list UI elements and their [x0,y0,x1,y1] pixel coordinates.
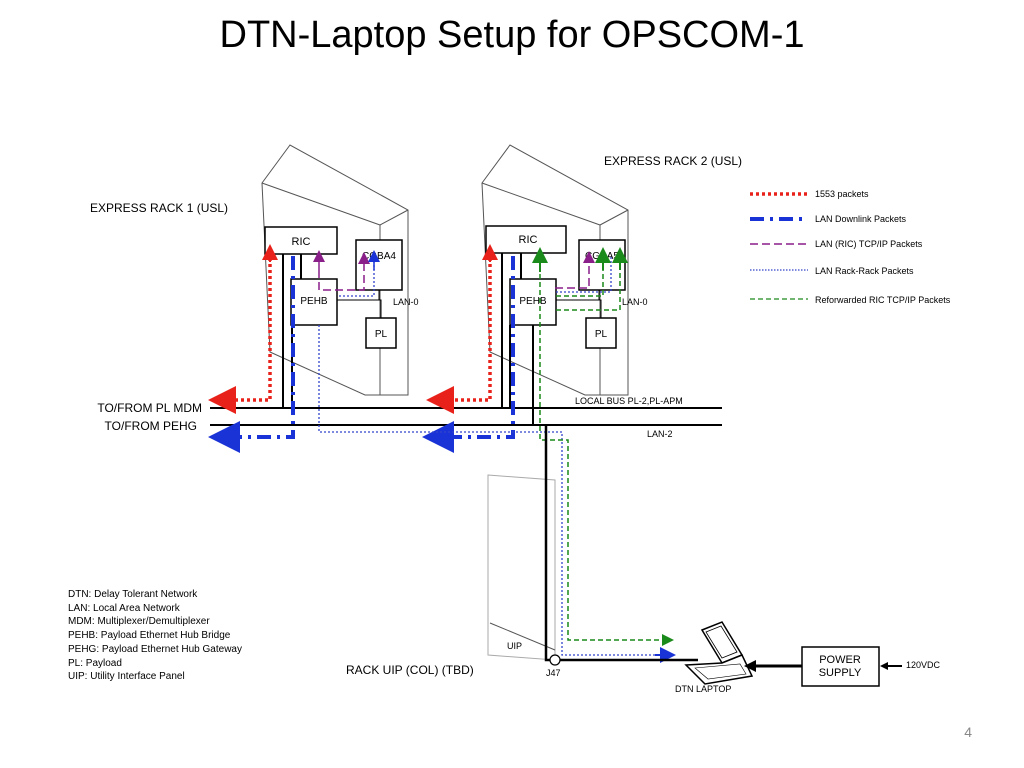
j47-connector [549,654,561,666]
legend-label-lan-downlink: LAN Downlink Packets [815,214,907,224]
glossary-item: LAN: Local Area Network [68,602,180,614]
ric-box-2 [485,225,567,254]
power-supply-label-2: SUPPLY [819,667,862,679]
legend-label-lan-ric: LAN (RIC) TCP/IP Packets [815,239,923,249]
cgba4-box [355,239,403,291]
pehb-box-1 [290,278,338,326]
cgba4-label: CGBA4 [362,251,396,262]
pl-box-2 [585,317,617,349]
lan0-label-2: LAN-0 [622,297,648,307]
dtn-laptop-label: DTN LAPTOP [675,684,731,694]
slide-number: 4 [964,724,972,740]
rack2-label: EXPRESS RACK 2 (USL) [604,154,742,168]
pehb-box-2 [509,278,557,326]
pl-label-2: PL [595,329,608,340]
glossary-item: MDM: Multiplexer/Demultiplexer [68,616,210,628]
local-bus-label: LOCAL BUS PL-2,PL-APM [575,396,683,406]
pehb-label-2: PEHB [519,296,547,307]
rack1-label: EXPRESS RACK 1 (USL) [90,201,228,215]
ric-label-2: RIC [519,234,538,246]
to-from-pl-mdm-label: TO/FROM PL MDM [97,401,202,415]
rack-uip-label: RACK UIP (COL) (TBD) [346,663,474,677]
dtn-laptop-icon [684,621,754,685]
glossary-item: PEHG: Payload Ethernet Hub Gateway [68,643,242,655]
uip-label: UIP [507,641,522,651]
pehb-label-1: PEHB [300,296,328,307]
to-from-pehg-label: TO/FROM PEHG [105,419,197,433]
j47-label: J47 [546,668,561,678]
legend-label-1553: 1553 packets [815,189,869,199]
legend-label-rack-rack: LAN Rack-Rack Packets [815,266,914,276]
lan2-label: LAN-2 [647,429,673,439]
power-supply-label-1: POWER [819,654,861,666]
glossary-item: DTN: Delay Tolerant Network [68,589,198,600]
glossary-item: UIP: Utility Interface Panel [68,671,185,683]
pl-box-1 [365,317,397,349]
slide-title: DTN-Laptop Setup for OPSCOM-1 [219,14,805,56]
voltage-label: 120VDC [906,660,941,670]
glossary-item: PL: Payload [68,657,122,669]
power-supply-box [801,646,880,687]
glossary: DTN: Delay Tolerant Network LAN: Local A… [68,588,242,684]
glossary-item: PEHB: Payload Ethernet Hub Bridge [68,630,231,642]
pl-label-1: PL [375,329,388,340]
lan0-label-1: LAN-0 [393,297,419,307]
legend-label-reforwarded: Reforwarded RIC TCP/IP Packets [815,295,951,305]
ric-label-1: RIC [292,236,311,248]
legend: 1553 packets LAN Downlink Packets LAN (R… [750,189,951,305]
